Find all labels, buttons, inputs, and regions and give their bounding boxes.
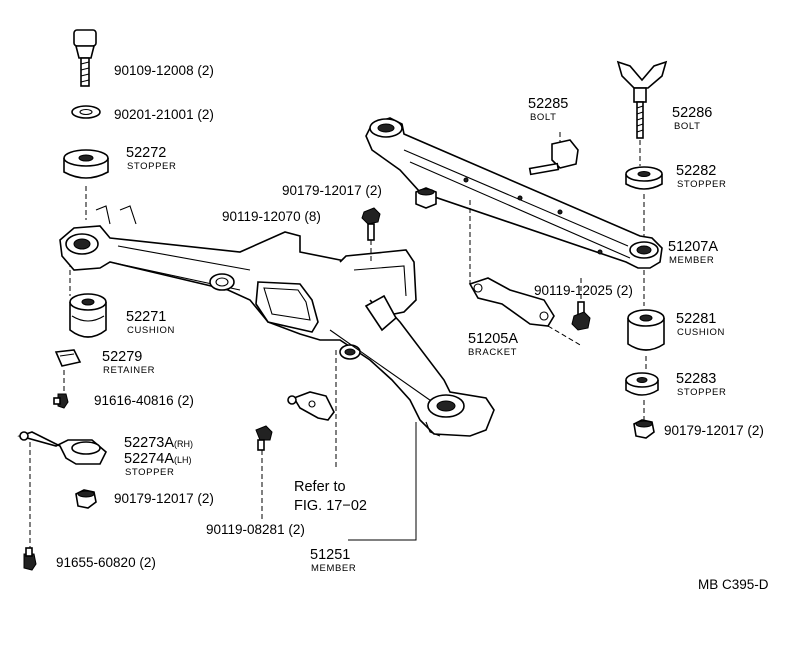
- member-51251: [59, 205, 495, 437]
- label-51251-name: MEMBER: [311, 563, 357, 574]
- part-number: 90119-08281: [206, 522, 285, 537]
- label-90119-12025: 90119-12025 (2): [534, 284, 633, 298]
- figure-reference: FIG. 17−02: [294, 498, 367, 514]
- leader-line: [547, 325, 583, 347]
- stopper-bracket-52273A: [17, 431, 107, 465]
- part-number: 52274A: [124, 451, 174, 467]
- side-rh: (RH): [174, 439, 193, 449]
- part-qty: (2): [197, 107, 214, 122]
- stopper-52272: [63, 149, 109, 179]
- nut-90179-12017-right: [633, 419, 655, 439]
- label-52285: 52285: [528, 96, 569, 112]
- nut-90179-12017-left: [75, 489, 97, 509]
- part-qty: (2): [288, 522, 305, 537]
- label-52279-name: RETAINER: [103, 365, 156, 376]
- washer-90201-21001: [71, 105, 101, 119]
- label-52281: 52281: [676, 311, 717, 327]
- part-number: 90119-12025: [534, 283, 613, 298]
- part-number: 90201-21001: [114, 107, 194, 122]
- label-52274A: 52274A(LH): [124, 452, 192, 467]
- label-52285-name: BOLT: [530, 112, 557, 123]
- bolt-90119-12025: [571, 301, 591, 331]
- label-52273A-name: STOPPER: [125, 467, 175, 478]
- figure-code: MB C395-D: [698, 577, 769, 592]
- label-52273A: 52273A(RH): [124, 436, 193, 451]
- part-qty: (2): [197, 63, 214, 78]
- label-51251: 51251: [310, 547, 351, 563]
- bolt-91655-60820: [23, 547, 37, 571]
- stopper-52282: [625, 166, 663, 190]
- part-qty: (8): [304, 209, 321, 224]
- label-91616-40816: 91616-40816 (2): [94, 394, 194, 408]
- part-qty: (2): [747, 423, 764, 438]
- label-52279: 52279: [102, 349, 143, 365]
- label-90179-12017-mid: 90179-12017 (2): [282, 184, 382, 198]
- label-52271: 52271: [126, 309, 167, 325]
- label-52286: 52286: [672, 105, 713, 121]
- part-qty: (2): [365, 183, 382, 198]
- refer-to-text: Refer to: [294, 479, 346, 495]
- side-lh: (LH): [174, 455, 192, 465]
- label-90119-08281: 90119-08281 (2): [206, 523, 305, 537]
- label-90201-21001: 90201-21001 (2): [114, 108, 214, 122]
- label-90179-12017-right: 90179-12017 (2): [664, 424, 764, 438]
- bolt-90119-08281: [255, 425, 273, 451]
- label-52282: 52282: [676, 163, 717, 179]
- part-number: 90179-12017: [114, 491, 194, 506]
- part-number: 90109-12008: [114, 63, 194, 78]
- stay-bracket: [287, 391, 335, 421]
- label-52283: 52283: [676, 371, 717, 387]
- part-number: 90179-12017: [282, 183, 362, 198]
- label-51205A: 51205A: [468, 331, 518, 347]
- label-52283-name: STOPPER: [677, 387, 727, 398]
- part-qty: (2): [197, 491, 214, 506]
- label-90179-12017-left: 90179-12017 (2): [114, 492, 214, 506]
- label-52286-name: BOLT: [674, 121, 701, 132]
- label-51207A-name: MEMBER: [669, 255, 715, 266]
- label-91655-60820: 91655-60820 (2): [56, 556, 156, 570]
- label-52281-name: CUSHION: [677, 327, 726, 338]
- bolt-90109-12008: [73, 29, 97, 87]
- label-90119-12070: 90119-12070 (8): [222, 210, 321, 224]
- nut-90179-12017-mid: [415, 187, 437, 209]
- part-number: 91655-60820: [56, 555, 136, 570]
- bolt-52285: [528, 139, 579, 176]
- member-51207A: [365, 117, 663, 269]
- part-number: 90119-12070: [222, 209, 301, 224]
- stopper-52283: [625, 372, 659, 396]
- part-qty: (2): [616, 283, 633, 298]
- cushion-52271: [69, 293, 107, 338]
- label-52282-name: STOPPER: [677, 179, 727, 190]
- bolt-91616-40816: [53, 393, 69, 409]
- part-qty: (2): [139, 555, 156, 570]
- part-qty: (2): [177, 393, 194, 408]
- bolt-90119-12070: [361, 207, 381, 241]
- part-number: 90179-12017: [664, 423, 744, 438]
- label-52272: 52272: [126, 145, 167, 161]
- bracket-51205A: [468, 277, 555, 327]
- leader-line: [348, 422, 417, 541]
- retainer-52279: [54, 349, 82, 367]
- bolt-52286: [616, 60, 668, 139]
- label-51205A-name: BRACKET: [468, 347, 518, 358]
- label-51207A: 51207A: [668, 239, 718, 255]
- label-52271-name: CUSHION: [127, 325, 176, 336]
- label-90109-12008: 90109-12008 (2): [114, 64, 214, 78]
- part-number: 52273A: [124, 435, 174, 451]
- label-52272-name: STOPPER: [127, 161, 177, 172]
- part-number: 91616-40816: [94, 393, 174, 408]
- cushion-52281: [627, 309, 665, 351]
